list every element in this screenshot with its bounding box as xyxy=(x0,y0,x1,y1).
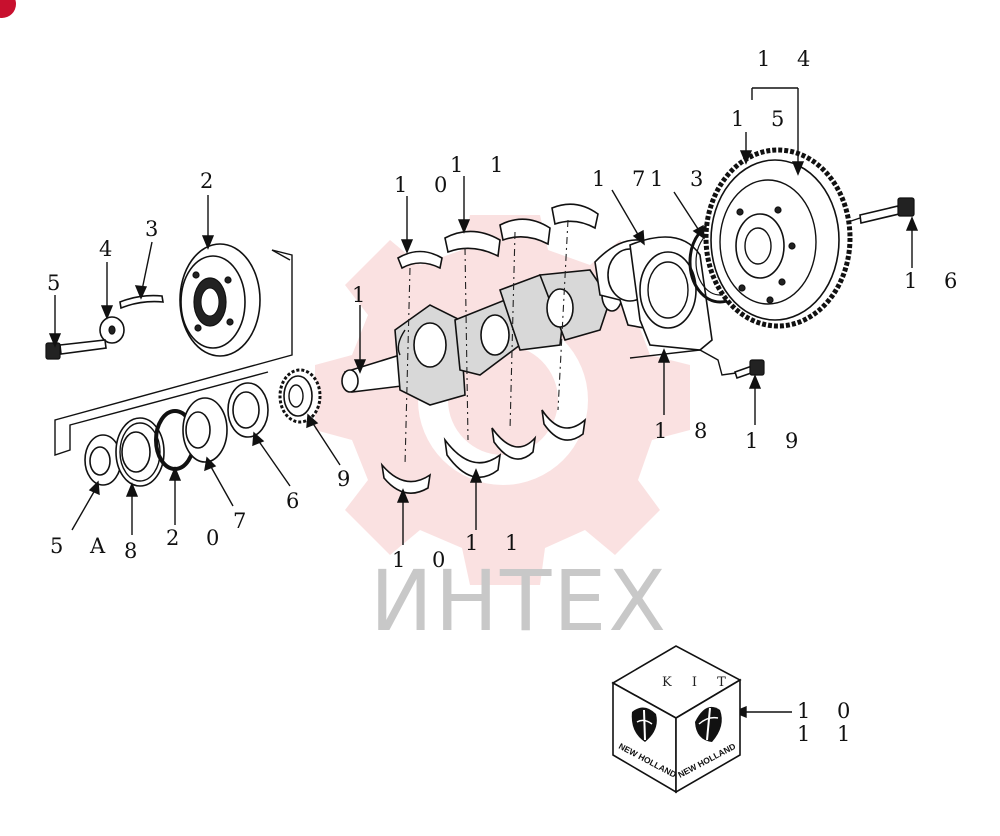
callout-2: 2 xyxy=(200,169,223,193)
callout-15: 1 5 xyxy=(731,107,794,131)
callout-16: 1 6 xyxy=(904,269,967,293)
callout-1: 1 xyxy=(352,283,375,307)
crank-gear-9 xyxy=(278,368,322,424)
kit-label: K I T xyxy=(662,675,734,690)
woodruff-key xyxy=(119,294,164,310)
callout-14: 1 4 xyxy=(757,47,820,71)
housing-bolt xyxy=(733,359,765,380)
callout-8: 8 xyxy=(124,539,147,563)
kit-box: K I T NEW HOLLAND NEW HOLLAND xyxy=(611,645,742,794)
flywheel-bolt xyxy=(859,197,915,224)
alignment-lines xyxy=(404,219,569,466)
callout-5: 5 xyxy=(47,271,70,295)
leader-lines xyxy=(48,87,919,719)
watermark-text: ИНТЕХ xyxy=(370,552,668,650)
pulley-bolt xyxy=(45,339,107,360)
callout-13: 1 3 xyxy=(650,167,713,191)
callout-18: 1 8 xyxy=(654,419,717,443)
callout-11-bottom: 1 1 xyxy=(465,531,528,555)
crankshaft xyxy=(341,269,623,406)
callout-6: 6 xyxy=(286,489,309,513)
callout-20: 2 0 xyxy=(166,526,229,550)
callout-11-top: 1 1 xyxy=(450,153,513,177)
corner-badge xyxy=(0,0,16,18)
callout-3: 3 xyxy=(145,217,168,241)
callout-9: 9 xyxy=(337,467,360,491)
callout-10-top: 1 0 xyxy=(394,173,457,197)
callout-10-bottom: 1 0 xyxy=(392,548,455,572)
callout-19: 1 9 xyxy=(745,429,808,453)
callout-17: 1 7 xyxy=(592,167,655,191)
seal-carrier-8 xyxy=(115,417,165,487)
lower-bearing-shells xyxy=(380,409,587,494)
upper-bearing-shells xyxy=(397,203,599,270)
pulley xyxy=(179,243,261,357)
kit-callout-10: 1 0 xyxy=(797,699,860,723)
callout-7: 7 xyxy=(233,509,256,533)
washer xyxy=(99,316,125,344)
bracket-outline xyxy=(54,249,293,456)
spacer-7 xyxy=(182,397,228,463)
thrust-washer-6 xyxy=(227,382,269,438)
flywheel xyxy=(703,147,853,329)
front-seal-5a xyxy=(84,434,122,486)
kit-callout-11: 1 1 xyxy=(797,722,860,746)
callout-5a: 5 A xyxy=(50,534,115,558)
callout-4: 4 xyxy=(99,237,122,261)
